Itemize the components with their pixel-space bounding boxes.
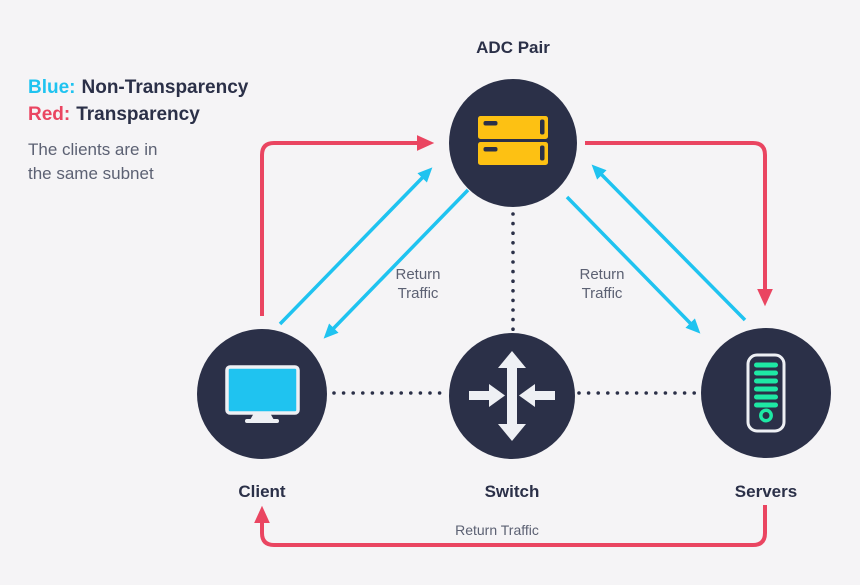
legend-red-label: Transparency	[76, 104, 200, 125]
svg-text:Traffic: Traffic	[398, 285, 439, 302]
switch-label: Switch	[485, 482, 540, 501]
red-path-adc-to-servers	[585, 141, 773, 307]
return-traffic-label-right: Return Traffic	[579, 266, 624, 302]
monitor-icon	[225, 365, 300, 423]
svg-text:Traffic: Traffic	[582, 285, 623, 302]
legend-blue-term: Blue:	[28, 77, 76, 98]
blue-arrow-servers-to-adc	[591, 164, 747, 322]
subnet-note-line2: the same subnet	[28, 164, 154, 183]
legend-red-term: Red:	[28, 104, 71, 125]
blue-arrow-adc-to-client	[323, 188, 470, 339]
red-path-client-to-adc	[260, 135, 435, 316]
servers-label: Servers	[735, 482, 797, 501]
legend-blue-label: Non-Transparency	[81, 77, 249, 98]
legend-blue-line: Blue:Non-Transparency	[28, 74, 248, 101]
adc-pair-stack-icon	[478, 116, 548, 165]
return-traffic-label-bottom: Return Traffic	[455, 522, 539, 538]
blue-arrow-client-to-adc	[278, 167, 433, 326]
adc-pair-label: ADC Pair	[476, 38, 550, 57]
subnet-note-line1: The clients are in	[28, 140, 158, 159]
red-path-servers-to-client	[254, 505, 767, 547]
svg-text:Return: Return	[579, 266, 624, 283]
client-label: Client	[238, 482, 286, 501]
return-traffic-label-left: Return Traffic	[395, 266, 440, 302]
svg-text:Return: Return	[395, 266, 440, 283]
blue-arrow-adc-to-servers	[565, 195, 701, 334]
server-tower-icon	[746, 353, 786, 433]
legend: Blue:Non-Transparency Red:Transparency T…	[28, 74, 248, 186]
servers-node-circle	[701, 328, 831, 458]
subnet-note: The clients are in the same subnet	[28, 138, 248, 186]
switch-arrows-icon	[469, 351, 555, 441]
legend-red-line: Red:Transparency	[28, 101, 248, 128]
